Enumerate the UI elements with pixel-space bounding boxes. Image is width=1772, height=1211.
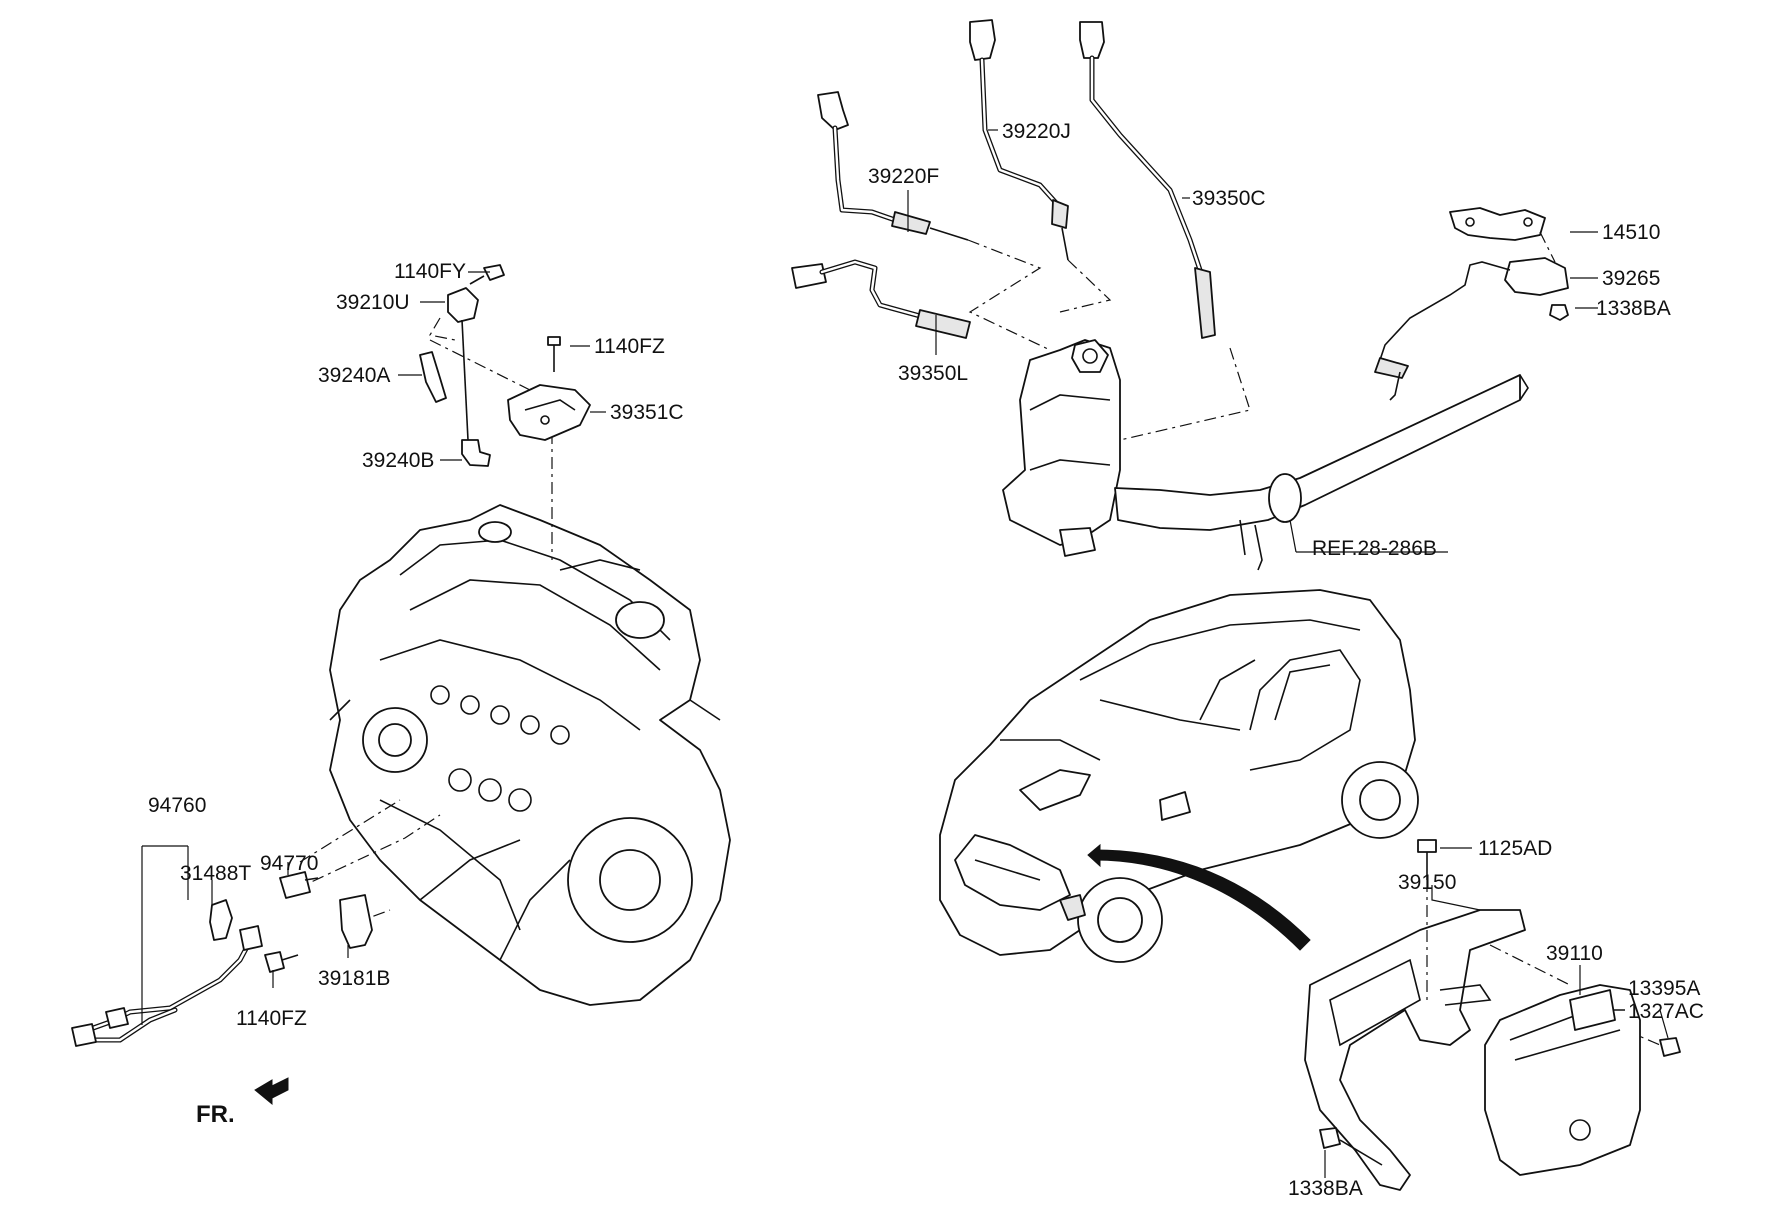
label-13395A: 13395A (1628, 977, 1700, 1000)
label-1338BA-bottom: 1338BA (1288, 1177, 1363, 1200)
label-39351C: 39351C (610, 401, 684, 424)
label-39220J: 39220J (1002, 120, 1071, 143)
harness-94760 (71, 925, 263, 1047)
label-1327AC: 1327AC (1628, 1000, 1704, 1023)
label-39350L: 39350L (898, 362, 968, 385)
sensor-39210U (429, 287, 479, 441)
label-39265: 39265 (1602, 267, 1660, 290)
location-arrow (1087, 843, 1311, 951)
hose-39240A (419, 351, 447, 403)
label-31488T: 31488T (180, 862, 251, 885)
label-1125AD: 1125AD (1478, 837, 1552, 860)
sensor-31488T (209, 899, 233, 941)
label-39240B: 39240B (362, 449, 434, 472)
bolt-1140FZ-bottom (264, 951, 299, 973)
label-1338BA-top: 1338BA (1596, 297, 1671, 320)
label-14510: 14510 (1602, 221, 1660, 244)
label-front: FR. (196, 1101, 235, 1128)
nut-1338BA-bottom (1319, 1127, 1383, 1166)
label-39350C: 39350C (1192, 187, 1266, 210)
bracket-39351C (507, 384, 591, 441)
label-94770: 94770 (260, 852, 318, 875)
label-94760: 94760 (148, 794, 206, 817)
engine-block (329, 504, 731, 1006)
bolt-1140FY (469, 264, 505, 285)
label-1140FZ-bottom: 1140FZ (236, 1007, 307, 1030)
sensor-39220F (817, 91, 969, 241)
label-39210U: 39210U (336, 291, 410, 314)
sensor-39220J (969, 19, 1069, 261)
exhaust-pipe (1114, 374, 1529, 571)
label-39240A: 39240A (318, 364, 390, 387)
nut-1338BA-top (1549, 304, 1569, 321)
sensor-39350L (791, 259, 971, 339)
bracket-14510 (1449, 207, 1546, 241)
bolt-1140FZ-top (547, 336, 561, 372)
ecu-bracket-39150 (1304, 909, 1526, 1191)
ecu-39110 (1484, 984, 1641, 1176)
vehicle-suv (939, 589, 1419, 963)
dpf-catalyst (1002, 339, 1121, 557)
sensor-94770 (279, 871, 319, 899)
label-ref-28-286B: REF.28-286B (1312, 537, 1437, 560)
front-marker (254, 1077, 289, 1106)
label-39220F: 39220F (868, 165, 939, 188)
bracket-39181B (339, 894, 373, 949)
label-39110: 39110 (1546, 942, 1603, 965)
label-39150: 39150 (1398, 871, 1456, 894)
hose-39240B (461, 439, 491, 467)
label-1140FY: 1140FY (394, 260, 466, 283)
label-1140FZ-top: 1140FZ (594, 335, 665, 358)
label-39181B: 39181B (318, 967, 390, 990)
module-39265 (1374, 257, 1569, 401)
nut-13395A-1327AC (1659, 1037, 1681, 1057)
front-arrow-icon (254, 1077, 289, 1106)
bolt-1125AD (1417, 839, 1437, 880)
sensor-39350C (1079, 21, 1216, 339)
